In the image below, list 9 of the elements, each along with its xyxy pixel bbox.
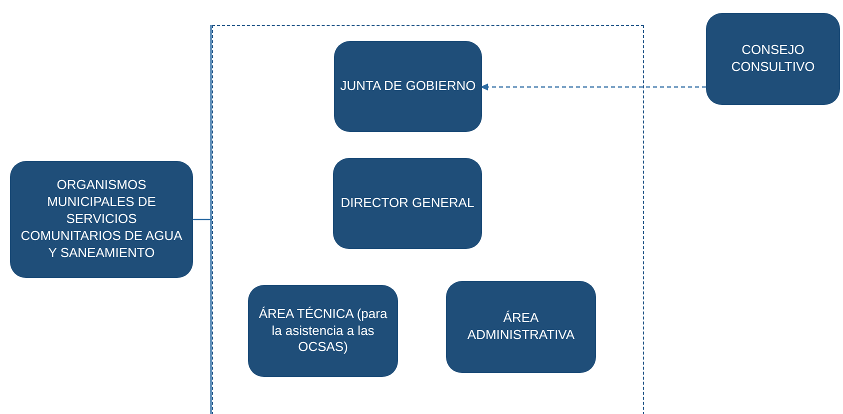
org-unit-box: DIRECTOR GENERAL bbox=[333, 158, 482, 249]
org-unit-box: ÁREA TÉCNICA (para la asistencia a las OCSAS) bbox=[248, 285, 398, 377]
org-unit-box: JUNTA DE GOBIERNO bbox=[334, 41, 482, 132]
org-unit-box: CONSEJO CONSULTIVO bbox=[706, 13, 840, 105]
connector-line bbox=[193, 218, 212, 220]
arrow bbox=[480, 84, 706, 90]
org-unit-box: ORGANISMOS MUNICIPALES DE SERVICIOS COMUNITARIOS DE AGUA Y SANEAMIENTO bbox=[10, 161, 193, 278]
org-unit-box: ÁREA ADMINISTRATIVA bbox=[446, 281, 596, 373]
dashed-group-frame bbox=[212, 25, 644, 414]
